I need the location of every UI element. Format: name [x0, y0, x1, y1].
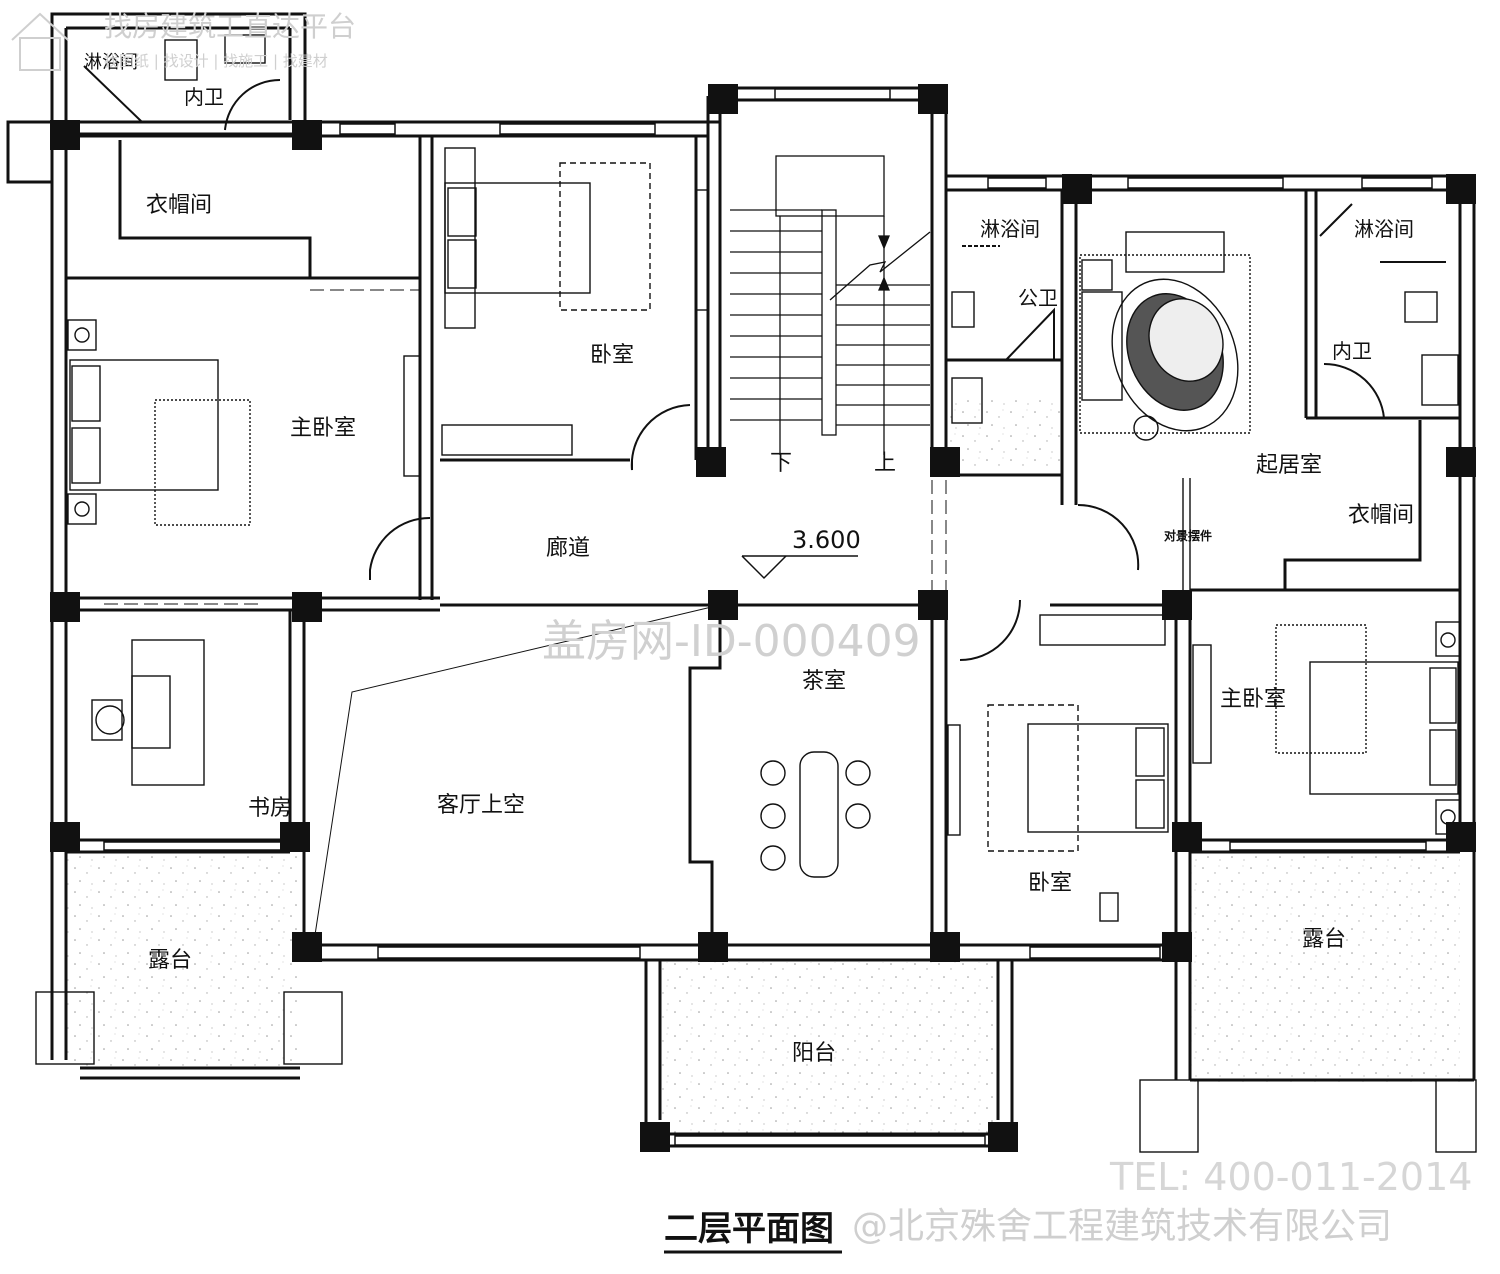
room-public-wc: 公卫 — [1018, 286, 1058, 310]
dashed-lines — [104, 289, 947, 605]
columns — [50, 84, 1476, 1152]
terrace-fills — [66, 400, 1460, 1134]
furniture — [35, 34, 1477, 1153]
room-corridor: 廊道 — [546, 536, 590, 561]
brand-line1: 找房建筑工直达平台 — [104, 10, 356, 43]
room-cloakroom-left: 衣帽间 — [146, 193, 212, 218]
staircase — [730, 155, 931, 455]
brand-logo — [11, 12, 69, 71]
elevation-label: 3.600 — [792, 526, 861, 554]
room-master-bedroom-left: 主卧室 — [290, 416, 356, 441]
room-ensuite-right: 内卫 — [1332, 339, 1372, 363]
room-study: 书房 — [248, 796, 292, 821]
watermark-id: 盖房网-ID-000409 — [542, 616, 921, 667]
room-cloakroom-right: 衣帽间 — [1348, 503, 1414, 528]
elevation-marker — [741, 555, 858, 580]
decor-panel-label: 对景摆件 — [1164, 528, 1212, 543]
watermark-telephone: TEL: 400-011-2014 — [1109, 1155, 1472, 1199]
drawing-title: 二层平面图 — [664, 1209, 834, 1249]
room-double-height-living: 客厅上空 — [437, 793, 525, 818]
room-shower-mid: 淋浴间 — [980, 217, 1040, 241]
room-terrace-left: 露台 — [148, 948, 192, 973]
room-terrace-right: 露台 — [1302, 927, 1346, 952]
room-balcony: 阳台 — [792, 1041, 836, 1066]
brand-line2: 找图纸 | 找设计 | 找施工 | 找建材 — [104, 52, 328, 70]
stair-up-label: 上 — [874, 451, 896, 476]
room-ensuite-top-left: 内卫 — [184, 85, 224, 109]
room-bedroom-top: 卧室 — [590, 343, 634, 368]
void-lines — [314, 604, 721, 936]
room-tea-room: 茶室 — [802, 669, 846, 694]
room-bedroom-bottom: 卧室 — [1028, 871, 1072, 896]
room-master-bedroom-right: 主卧室 — [1220, 687, 1286, 712]
room-labels: 淋浴间 内卫 衣帽间 主卧室 卧室 书房 露台 廊道 客厅上空 茶室 阳台 下 … — [84, 52, 1414, 1066]
room-sitting-room: 起居室 — [1256, 453, 1322, 478]
doors — [83, 65, 1446, 661]
room-shower-top-left: 淋浴间 — [84, 52, 138, 73]
room-shower-right: 淋浴间 — [1354, 217, 1414, 241]
watermark-company: @北京殊舍工程建筑技术有限公司 — [852, 1206, 1392, 1247]
stair-down-label: 下 — [770, 451, 792, 476]
